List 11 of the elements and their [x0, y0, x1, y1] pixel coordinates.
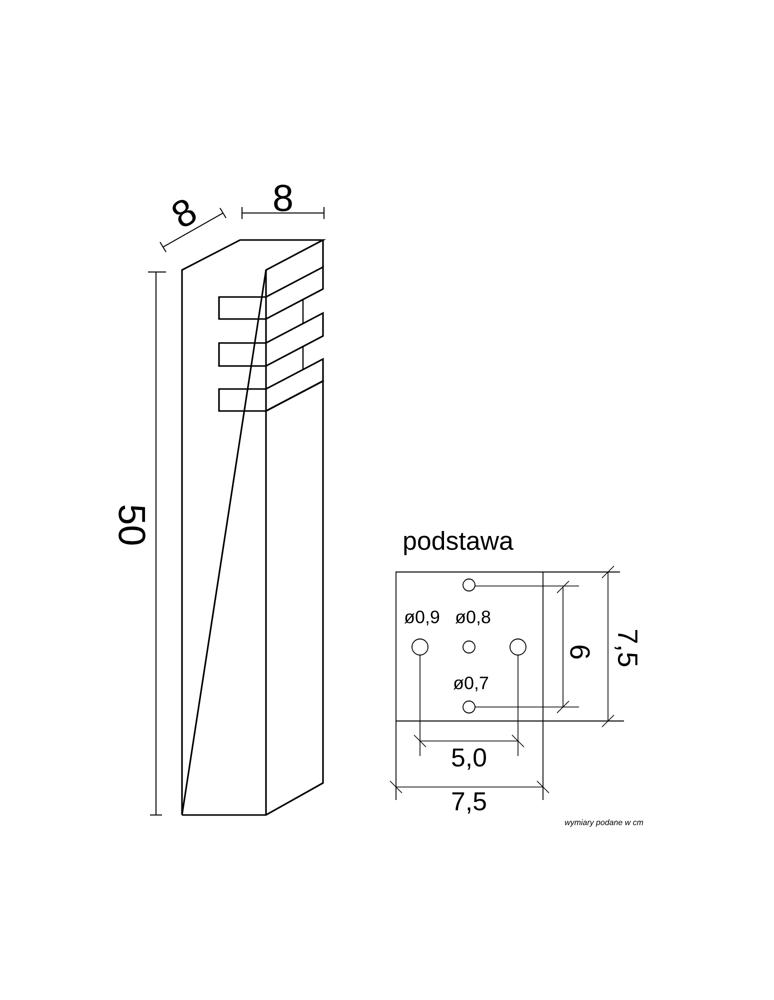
dimension-label: 7,5: [614, 630, 638, 666]
hole-diameter-label: ø0,9: [404, 610, 440, 626]
dimension-label: 7,5: [452, 792, 486, 814]
dimension-label: 8: [274, 184, 292, 212]
hole-diameter-label: ø0,8: [455, 610, 490, 626]
dimension-label: 5,0: [452, 748, 486, 770]
dimension-label: 6: [570, 646, 590, 659]
dimension-label: 50: [118, 505, 146, 545]
section-heading: podstawa: [404, 530, 514, 556]
dimension-label: 8: [172, 200, 196, 226]
hole-diameter-label: ø0,7: [453, 676, 488, 692]
